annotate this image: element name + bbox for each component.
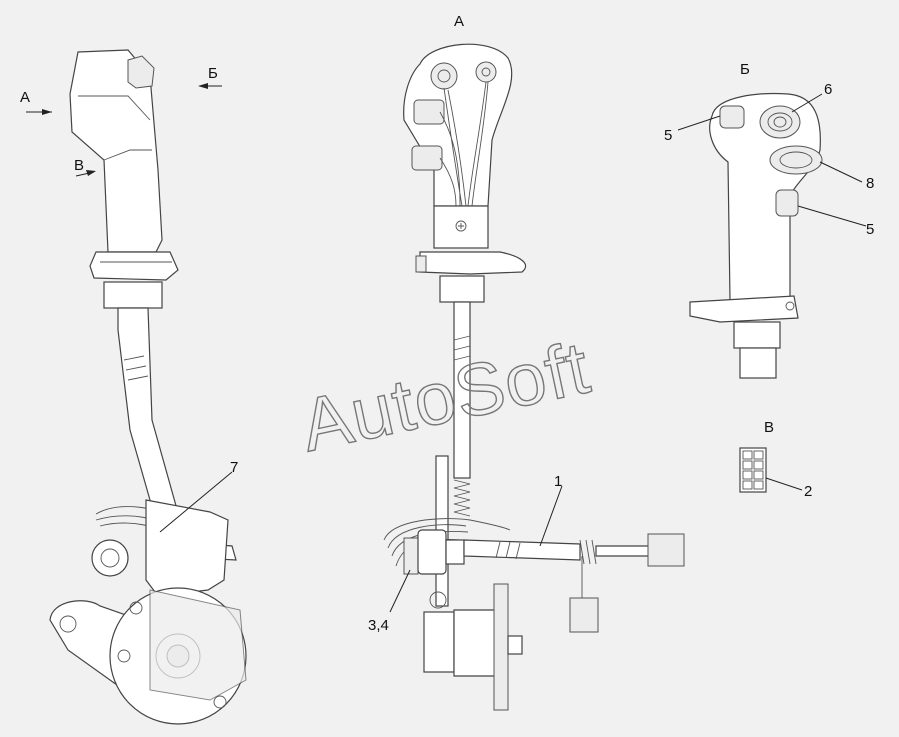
switch-body-4 [411,145,443,171]
callout-7: 7 [230,459,238,476]
switch-5-top [719,105,745,129]
switch-body-3 [413,99,445,125]
boot-right [689,295,799,323]
switch-8 [769,145,823,175]
switch-5-side [775,189,799,217]
shaft-stub-right [739,347,777,379]
left-side-view: А Б В 7 [20,49,247,725]
collar-center [439,275,485,303]
callout-1: 1 [554,473,562,490]
view-arrow-a-label: А [20,89,30,106]
callout-8: 8 [866,175,874,192]
collar-right [733,321,781,349]
shaft-center [453,301,471,479]
callout-6: 6 [824,81,832,98]
callout-5a: 5 [664,127,672,144]
harness-1 [463,539,581,561]
right-view-v: В 2 [739,419,812,500]
connector-3-4 [403,537,419,575]
lever-collar [103,281,163,309]
callout-5b: 5 [866,221,874,238]
switch-6 [759,105,801,139]
bracket-housing [145,499,229,597]
view-arrow-v-label: В [74,157,84,174]
watermark: AutoSoft [294,325,597,467]
view-arrow-b-label: Б [208,65,218,82]
spring-coil [453,479,471,517]
right-view-b: Б 5 6 8 5 [664,61,874,379]
handle-front [709,92,821,301]
view-b-title: Б [740,61,750,78]
connector-2 [739,447,767,493]
internal-wires [439,81,489,207]
lower-housing [423,611,455,673]
switch-socket-1 [430,62,458,90]
lever-boot [89,251,179,281]
switch-socket-2 [475,61,497,83]
harness-plug-1 [647,533,685,567]
button-cap-side [127,55,155,89]
callout-3-4: 3,4 [368,617,389,634]
handle-shell-open [403,43,513,207]
boot-center [419,251,527,275]
callout-2: 2 [804,483,812,500]
nut-left [91,539,129,577]
harness-plug-2 [569,597,599,633]
view-v-title: В [764,419,774,436]
center-view-a: А [368,13,685,711]
view-a-title: А [454,13,464,30]
harness-wires-center [383,518,511,567]
lever-shaft [117,307,181,529]
